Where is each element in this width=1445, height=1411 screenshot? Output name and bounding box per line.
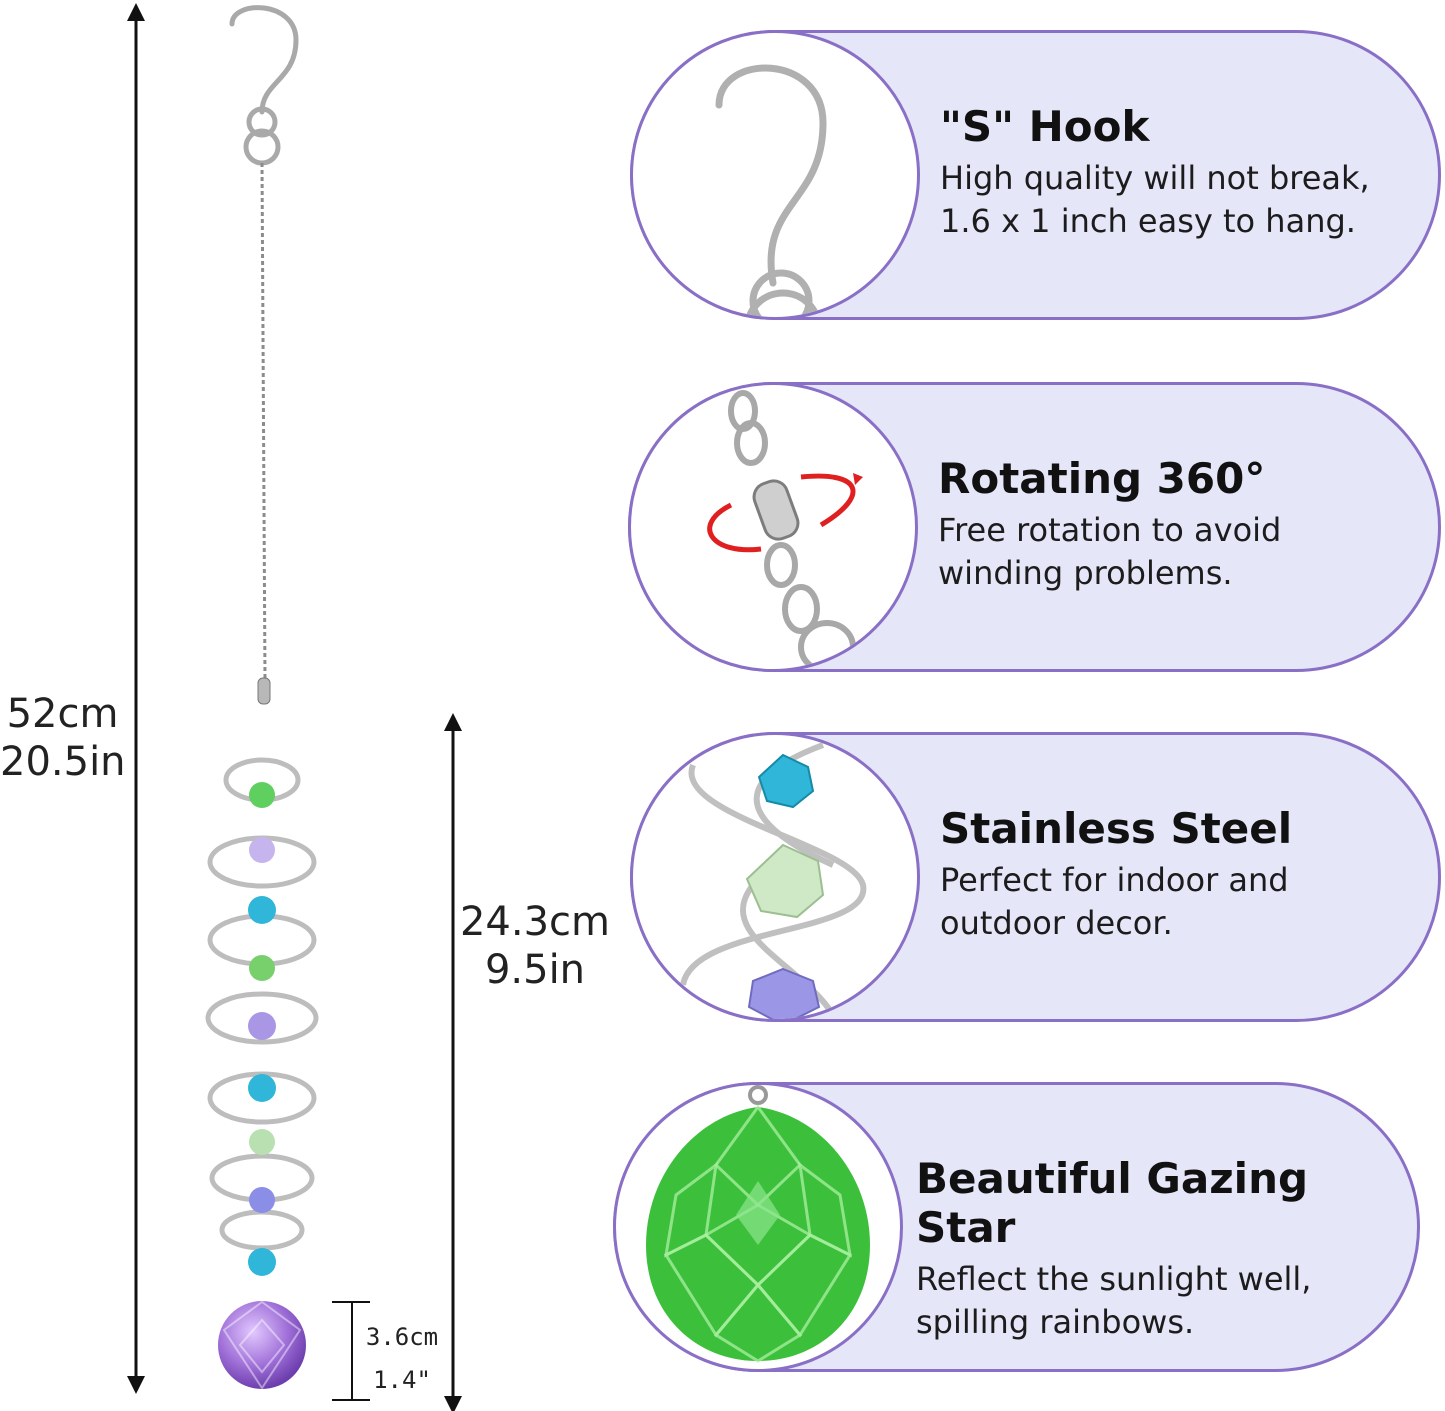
swivel (257, 677, 271, 705)
ball-size-cm: 3.6cm (365, 1323, 439, 1351)
feature-text: Rotating 360° Free rotation to avoid win… (938, 454, 1281, 595)
feature-text: "S" Hook High quality will not break, 1.… (940, 102, 1370, 243)
ball-size-in: 1.4" (373, 1366, 431, 1394)
feature-desc-line1: Reflect the sunlight well, (916, 1260, 1312, 1298)
ball-size-bracket (332, 1301, 370, 1401)
chain (260, 162, 267, 681)
total-length-in: 20.5in (0, 739, 126, 785)
feature-desc-line2: winding problems. (938, 554, 1233, 592)
feature-desc-line2: 1.6 x 1 inch easy to hang. (940, 202, 1356, 240)
total-length-label: 52cm 20.5in (0, 690, 126, 786)
spiral-icon (630, 732, 920, 1022)
total-length-cm: 52cm (6, 691, 119, 737)
swivel-icon (628, 382, 918, 672)
feature-desc-line2: outdoor decor. (940, 904, 1173, 942)
spiral-spinner (205, 757, 319, 1251)
feature-desc-line2: spilling rainbows. (916, 1303, 1195, 1341)
feature-card-stainless-steel: Stainless Steel Perfect for indoor and o… (630, 732, 1441, 1022)
feature-card-rotating: Rotating 360° Free rotation to avoid win… (628, 382, 1441, 672)
product-illustration (127, 3, 462, 1411)
feature-card-gazing-star: Beautiful Gazing Star Reflect the sunlig… (613, 1082, 1420, 1372)
feature-title: Stainless Steel (940, 804, 1293, 853)
feature-text: Stainless Steel Perfect for indoor and o… (940, 804, 1292, 945)
feature-title: "S" Hook (940, 102, 1150, 151)
spiral-length-label: 24.3cm 9.5in (455, 898, 615, 994)
spiral-length-cm: 24.3cm (459, 899, 611, 945)
purple-crystal-ball (218, 1301, 306, 1389)
feature-text: Beautiful Gazing Star Reflect the sunlig… (916, 1154, 1419, 1344)
spiral-length-in: 9.5in (484, 947, 586, 993)
feature-title: Beautiful Gazing Star (916, 1154, 1309, 1252)
beads (248, 782, 276, 1276)
s-hook (229, 5, 299, 166)
feature-desc-line1: Free rotation to avoid (938, 511, 1282, 549)
ball-size-label: 3.6cm 1.4" (358, 1316, 446, 1402)
feature-title: Rotating 360° (938, 454, 1266, 503)
feature-desc-line1: High quality will not break, (940, 159, 1370, 197)
feature-desc-line1: Perfect for indoor and (940, 861, 1289, 899)
crystal-ball-icon (613, 1082, 903, 1372)
feature-card-s-hook: "S" Hook High quality will not break, 1.… (630, 30, 1441, 320)
s-hook-icon (630, 30, 920, 320)
